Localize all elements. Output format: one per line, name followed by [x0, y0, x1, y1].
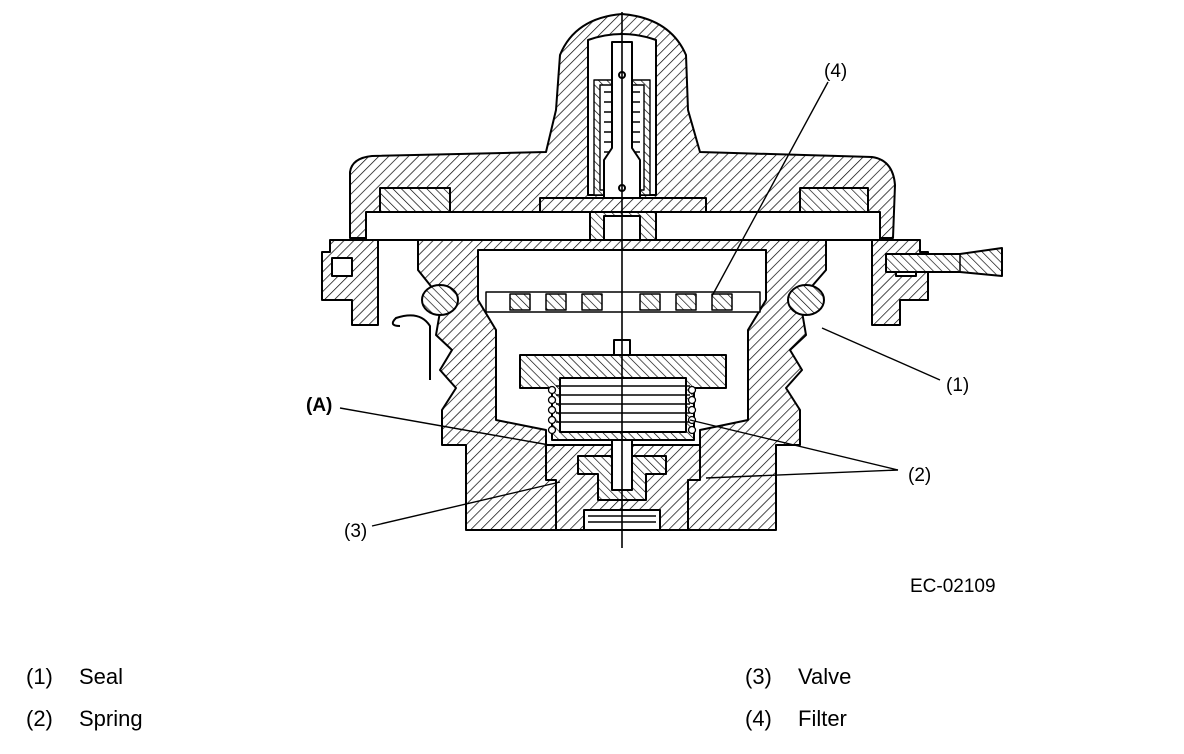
legend-item: (2) Spring [26, 705, 326, 733]
legend-label: Seal [79, 664, 124, 689]
legend-number: (2) [26, 706, 53, 731]
legend-number: (4) [745, 706, 772, 731]
callout-2: (2) [908, 465, 931, 486]
callout-4: (4) [824, 61, 847, 82]
wire-hook [391, 314, 431, 380]
leader-lines [339, 81, 941, 527]
legend-item: (3) Valve [745, 663, 1045, 691]
right-flange [871, 239, 929, 326]
legend-label: Valve [798, 664, 852, 689]
legend-number: (1) [26, 664, 53, 689]
callout-1: (1) [946, 375, 969, 396]
seal-right [787, 284, 825, 316]
callout-a: (A) [306, 395, 332, 416]
filter-mesh [485, 291, 761, 313]
legend-number: (3) [745, 664, 772, 689]
figure-code: EC-02109 [910, 576, 996, 597]
legend-label: Filter [798, 706, 847, 731]
seal-left [421, 284, 459, 316]
callout-3: (3) [344, 521, 367, 542]
left-flange [321, 239, 379, 326]
legend-label: Spring [79, 706, 143, 731]
legend-item: (4) Filter [745, 705, 1045, 733]
legend-item: (1) Seal [26, 663, 326, 691]
lower-spring-coils [556, 385, 690, 423]
lower-spring-ends [547, 385, 697, 435]
